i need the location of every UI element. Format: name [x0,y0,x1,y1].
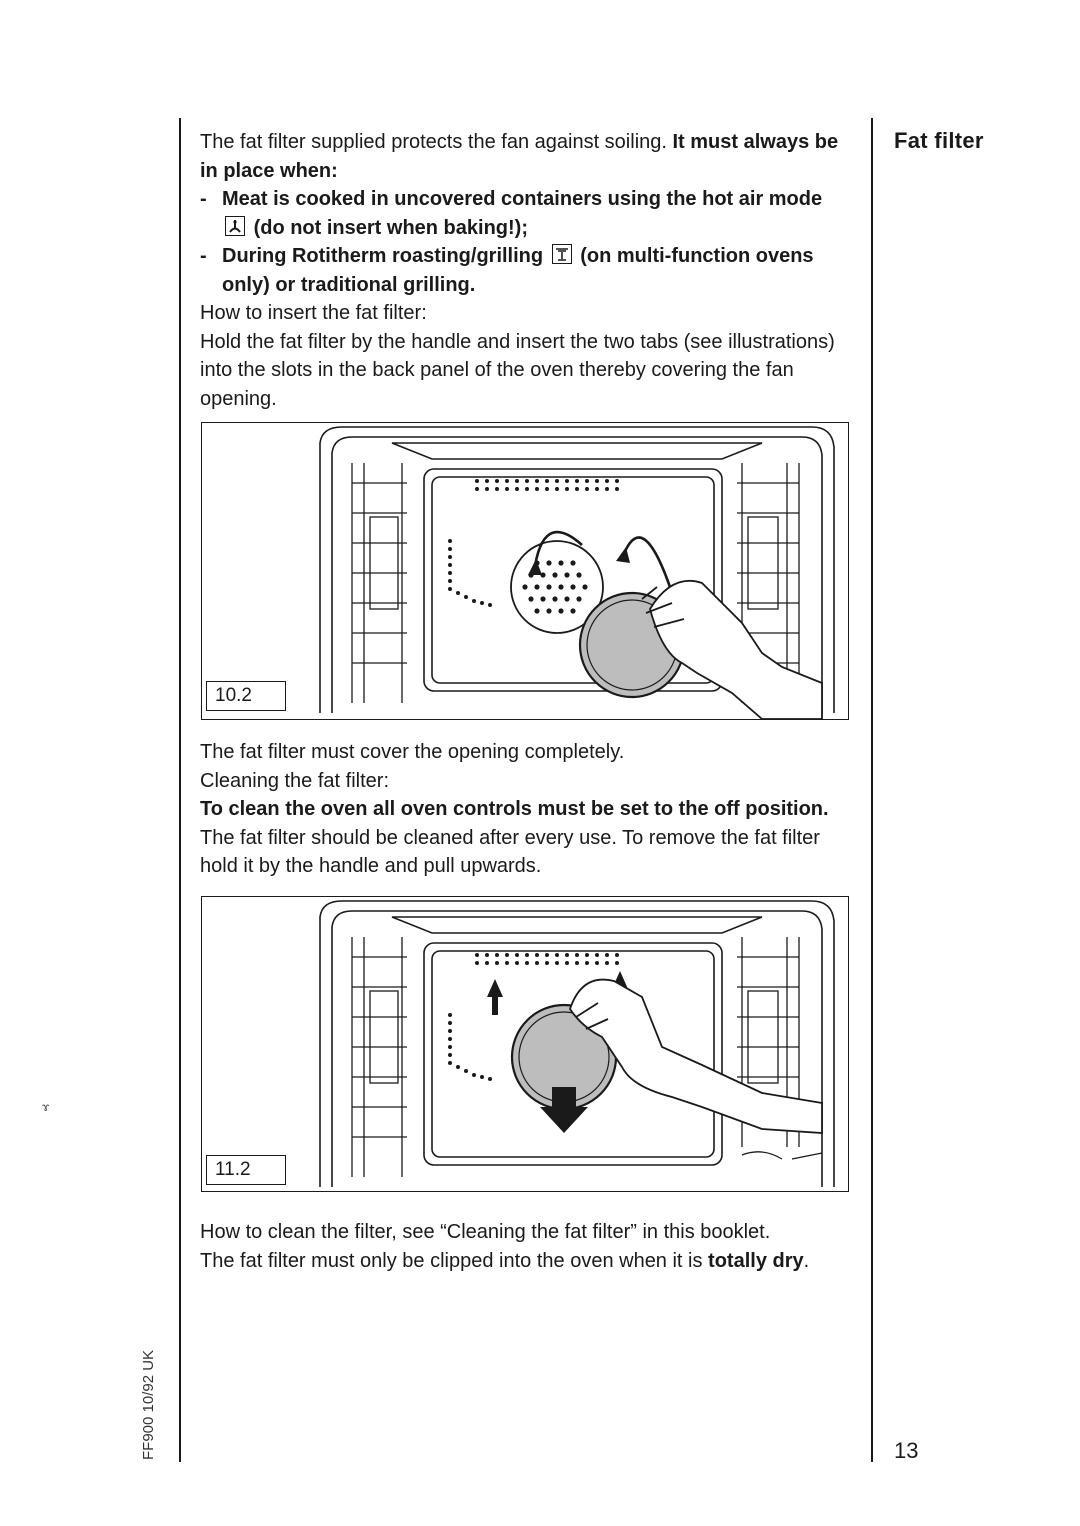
figure-remove-filter: 11.2 [201,896,849,1192]
insert-instructions: Hold the fat filter by the handle and in… [200,330,835,410]
bullet-text-after: (on multi-function ovens only) or tradit… [222,245,814,296]
hot-air-icon [225,215,245,236]
closing-bold-text: totally dry [708,1249,804,1272]
cleaning-instructions: To clean the oven all oven controls must… [200,795,852,881]
oven-remove-illustration [319,900,835,1187]
closing-normal-text: The fat filter must only be clipped into… [200,1249,709,1272]
footer-document-code: FF900 10/92 UK [140,1349,157,1460]
cleaning-warning: To clean the oven all oven controls must… [200,798,829,820]
bullet-rotitherm: - During Rotitherm roasting/grilling (on… [200,242,852,299]
left-margin-rule [179,118,181,1462]
insert-heading: How to insert the fat filter: [200,302,427,324]
cleaning-block: The fat filter must cover the opening co… [200,738,852,881]
intro-block: The fat filter supplied protects the fan… [200,128,852,413]
stray-mark: ɤ [42,1100,50,1114]
bullet-dash: - [200,245,207,267]
section-heading-fat-filter: Fat filter [894,128,984,153]
bullet-dash: - [200,188,207,210]
closing-line-1: How to clean the filter, see “Cleaning t… [200,1221,771,1243]
oven-insert-illustration [319,426,835,719]
figure-label-11-2: 11.2 [206,1155,286,1185]
closing-line-2: The fat filter must only be clipped into… [200,1247,852,1276]
intro-bold-text: It must always be in place when: [200,131,839,182]
cover-note: The fat filter must cover the opening co… [200,741,625,763]
bullet-text-after: (do not insert when baking!); [253,216,528,239]
right-column-rule [871,118,873,1462]
intro-normal-text: The fat filter supplied protects the fan… [200,131,673,153]
closing-block: How to clean the filter, see “Cleaning t… [200,1218,852,1275]
cleaning-normal-text: The fat filter should be cleaned after e… [200,826,820,878]
page-number: 13 [894,1438,919,1463]
bullet-text-before: During Rotitherm roasting/grilling [222,245,544,267]
closing-end: . [803,1249,810,1272]
figure-insert-filter: 10.2 [201,422,849,720]
intro-paragraph: The fat filter supplied protects the fan… [200,128,852,185]
cleaning-heading: Cleaning the fat filter: [200,769,389,792]
bullet-hot-air: - Meat is cooked in uncovered containers… [200,185,852,242]
figure-label-10-2: 10.2 [206,681,286,711]
bullet-text-before: Meat is cooked in uncovered containers u… [222,188,823,210]
rotitherm-icon [551,244,572,264]
